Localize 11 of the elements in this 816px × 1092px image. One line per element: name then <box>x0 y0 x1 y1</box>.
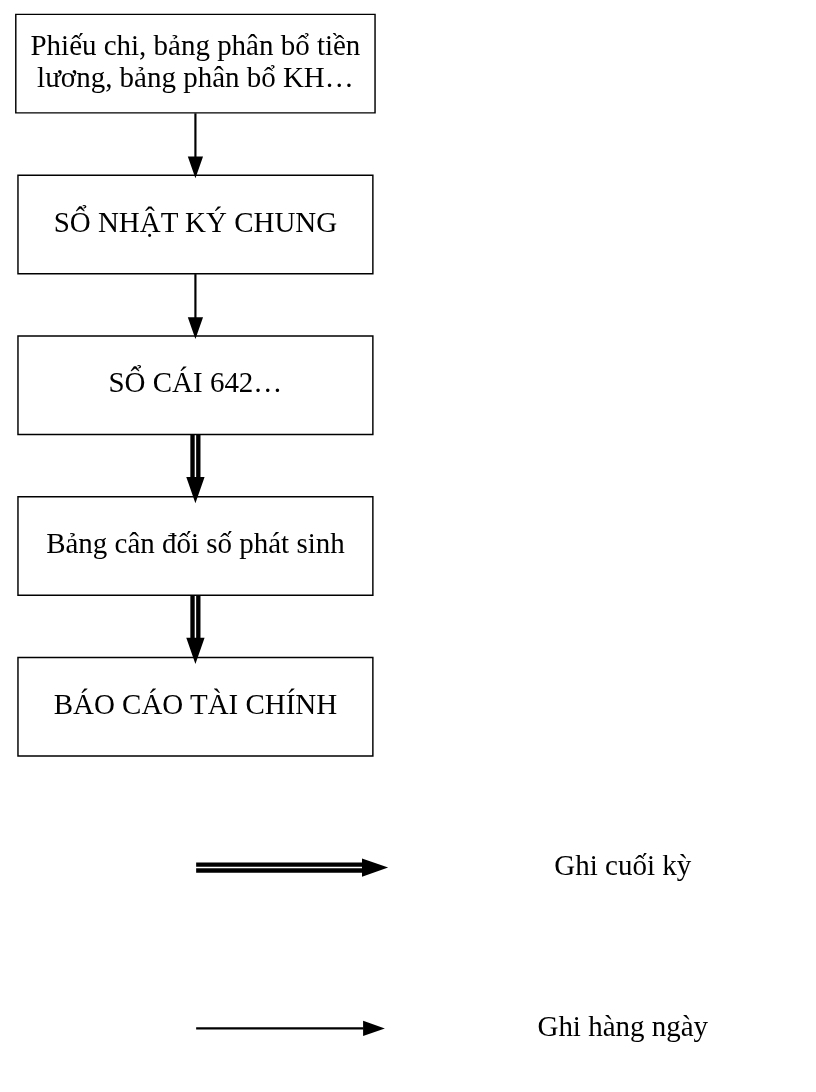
legend-label: Ghi hàng ngày <box>537 1009 709 1042</box>
node-box: BÁO CÁO TÀI CHÍNH <box>17 656 374 757</box>
arrow <box>186 434 205 504</box>
node-box: Phiếu chi, bảng phân bổ tiền lương, bảng phân bổ KH… <box>15 13 376 114</box>
arrow <box>186 595 205 664</box>
arrow <box>187 274 204 340</box>
node-box: SỔ CÁI 642… <box>17 335 374 436</box>
node-box: SỔ NHẬT KÝ CHUNG <box>17 174 374 275</box>
legend-label: Ghi cuối kỳ <box>554 848 692 881</box>
node-box: Bảng cân đối số phát sinh <box>17 496 374 596</box>
arrow <box>187 113 204 179</box>
